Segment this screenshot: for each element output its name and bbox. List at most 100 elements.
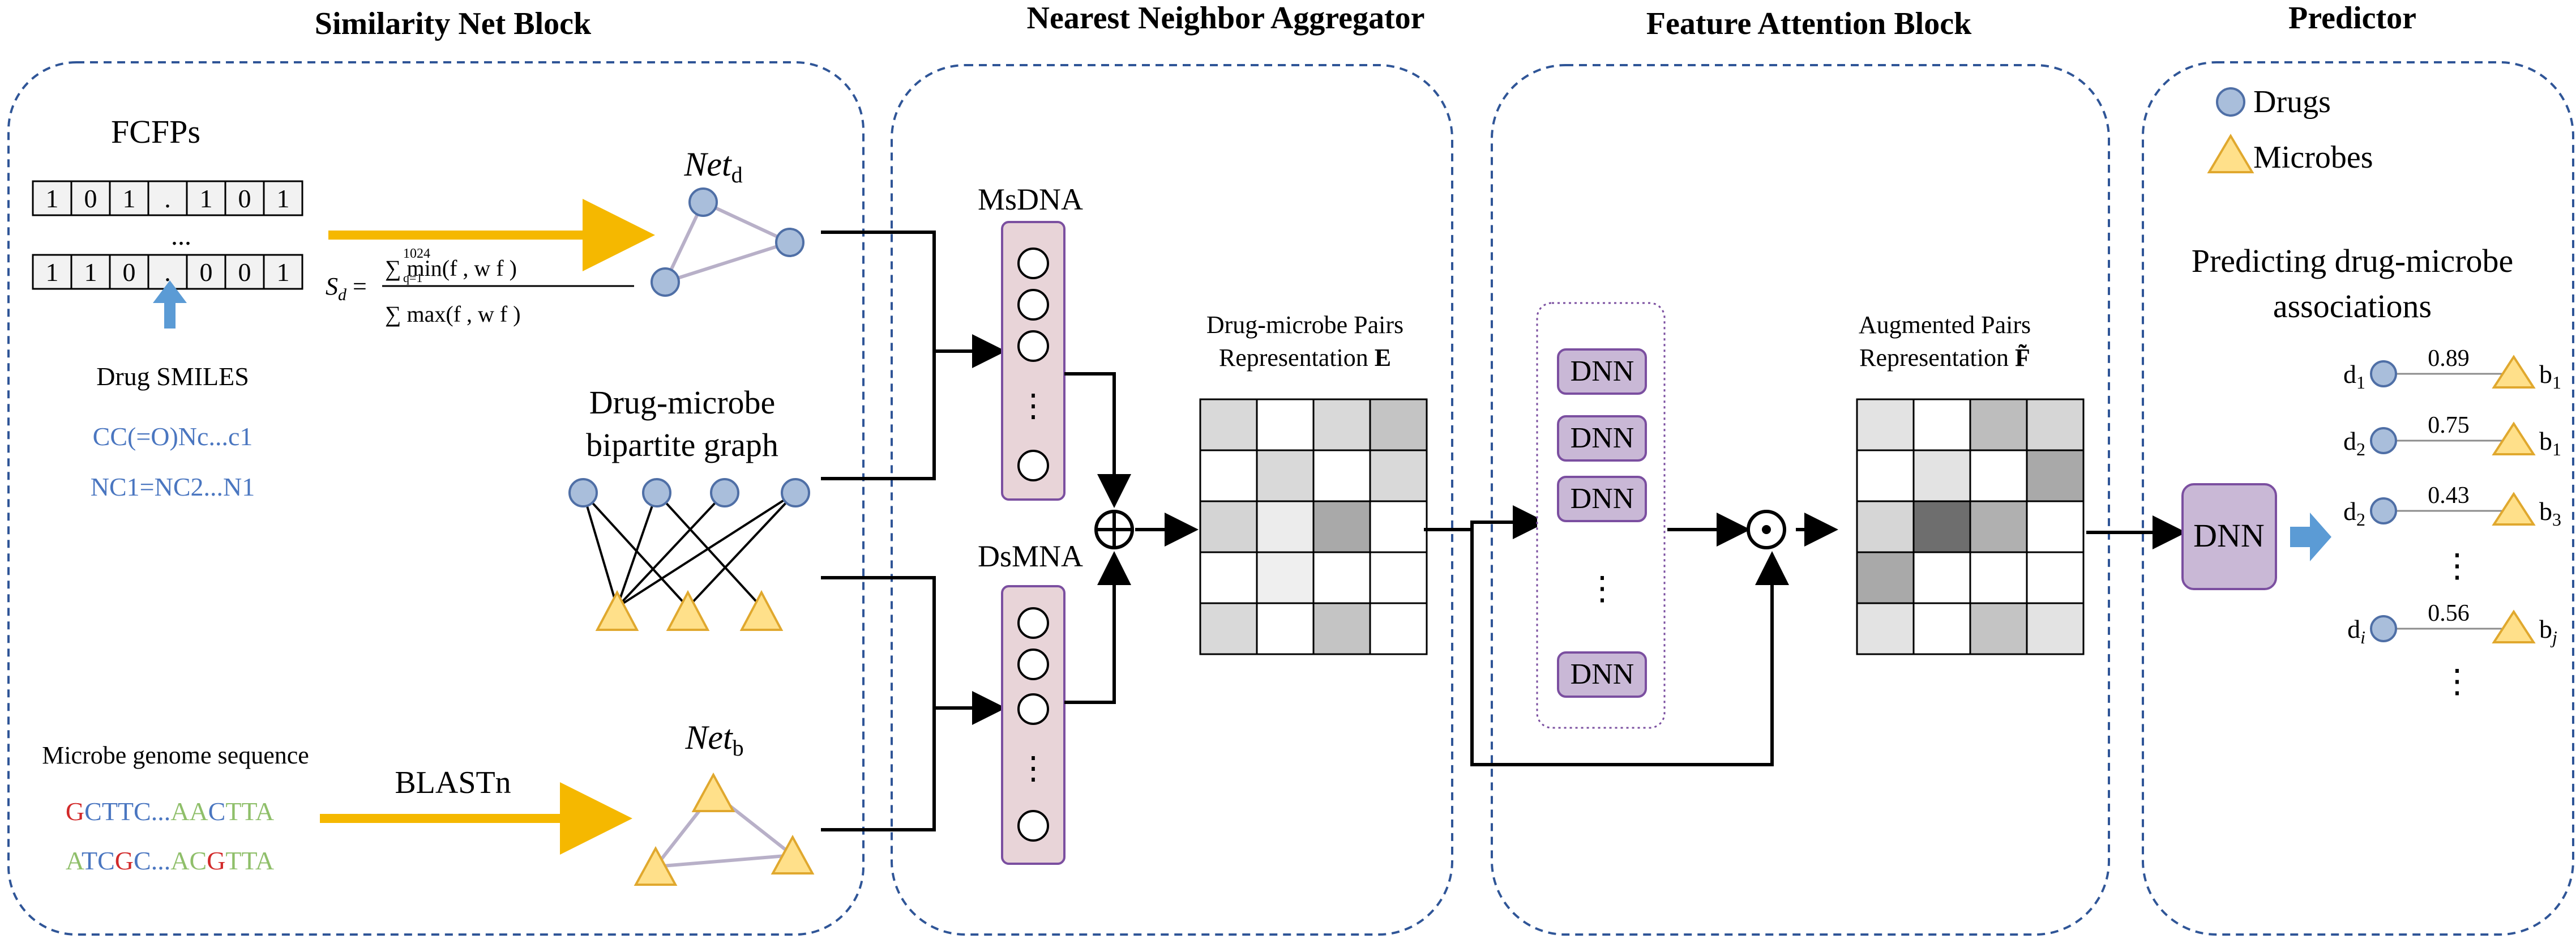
matrix-cell xyxy=(1856,551,1915,604)
microbe-label: b xyxy=(2539,615,2552,643)
nucleotide-run: G xyxy=(207,846,225,875)
drug-node xyxy=(642,478,671,507)
matrix-cell xyxy=(1199,449,1258,502)
prediction-vdots-1: ⋮ xyxy=(2441,547,2474,584)
matrix-cell xyxy=(1969,449,2028,502)
formula-denominator: ∑ max(f , w f ) xyxy=(385,301,521,327)
formula-numerator: ∑ min(f , w f ) xyxy=(385,255,517,281)
fcfp-ellipsis: ... xyxy=(171,221,191,251)
fcfp-bit-cell xyxy=(32,254,72,290)
microbe-index: 3 xyxy=(2552,509,2561,530)
svg-text:d2: d2 xyxy=(2343,426,2365,459)
dnn-label-4: DNN xyxy=(1571,658,1634,690)
predictor-dnn-box xyxy=(2181,483,2277,590)
matrix-cell xyxy=(1369,602,1428,655)
microbe-genome-label: Microbe genome sequence xyxy=(42,741,309,769)
nucleotide-run: TC xyxy=(82,846,115,875)
matrix-cell xyxy=(1199,398,1258,451)
fcfp-bit: 0 xyxy=(200,258,213,287)
elementwise-product-operator xyxy=(1747,510,1786,549)
association-score: 0.89 xyxy=(2428,345,2470,372)
fcfp-bit: 1 xyxy=(277,258,290,287)
svg-text:b1: b1 xyxy=(2539,360,2561,393)
matrix-cell xyxy=(1256,398,1315,451)
genome-sequence-2: ATCGC...ACGTTA xyxy=(66,846,274,875)
block-title-aggregator: Nearest Neighbor Aggregator xyxy=(1027,1,1425,36)
matrix-cell xyxy=(1369,500,1428,553)
matrix-cell xyxy=(1912,602,1971,655)
microbe-node xyxy=(691,772,735,812)
nucleotide-run: AA xyxy=(170,797,208,826)
matrix-cell xyxy=(1312,551,1371,604)
nucleotide-run: TTA xyxy=(225,846,274,875)
nucleotide-run: ... xyxy=(151,797,171,826)
bipartite-label-2: bipartite graph xyxy=(586,426,778,463)
nucleotide-run: AC xyxy=(170,846,207,875)
fcfp-bit-cell xyxy=(263,180,303,216)
fcfp-bit-cell xyxy=(224,254,265,290)
fcfp-title: FCFPs xyxy=(111,113,200,150)
bipartite-graph xyxy=(568,478,810,631)
matrix-cell xyxy=(1369,398,1428,451)
predictor-title-2: associations xyxy=(2273,288,2432,325)
legend-microbe-icon xyxy=(2207,134,2254,173)
matrix-cell xyxy=(1312,449,1371,502)
formula-lhs-sub: d xyxy=(338,285,347,304)
fcfp-bit: 1 xyxy=(46,258,59,287)
microbe-index: j xyxy=(2550,627,2557,647)
fcfp-bit-cell xyxy=(32,180,72,216)
fcfp-bit: 0 xyxy=(84,184,97,213)
drug-node xyxy=(2370,360,2397,387)
drug-index: 2 xyxy=(2356,509,2365,530)
drug-node xyxy=(710,478,739,507)
drug-index: 1 xyxy=(2356,372,2365,393)
genome-sequence-1: GCTTC...AACTTA xyxy=(66,797,274,826)
augmented-label-1: Augmented Pairs xyxy=(1859,311,2031,339)
drug-index: i xyxy=(2360,627,2365,647)
dsmna-label: DsMNA xyxy=(978,539,1083,573)
pairs-symbol: E xyxy=(1375,344,1391,372)
microbe-label: b xyxy=(2539,426,2552,455)
block-title-attention: Feature Attention Block xyxy=(1646,6,1972,41)
matrix-cell xyxy=(1256,602,1315,655)
nucleotide-run: G xyxy=(115,846,134,875)
matrix-cell xyxy=(1856,449,1915,502)
predictor-output-arrow xyxy=(2290,513,2331,561)
association-score: 0.75 xyxy=(2428,412,2470,438)
legend-microbes: Microbes xyxy=(2253,140,2373,175)
augmented-label-2: Representation xyxy=(1859,344,2009,372)
microbe-node xyxy=(2492,609,2536,643)
microbe-node xyxy=(2492,355,2536,389)
nucleotide-run: ... xyxy=(151,846,171,875)
nucleotide-run: C xyxy=(208,797,226,826)
matrix-cell xyxy=(1856,500,1915,553)
augmented-symbol: F̃ xyxy=(2015,344,2030,372)
svg-text:bj: bj xyxy=(2539,615,2557,647)
matrix-cell xyxy=(1912,551,1971,604)
svg-text:Netb: Netb xyxy=(684,719,743,761)
nucleotide-run: TTA xyxy=(225,797,274,826)
svg-text:b1: b1 xyxy=(2539,426,2561,459)
fcfp-bit: 1 xyxy=(46,184,59,213)
dnn-stack: DNN DNN DNN ⋮ DNN xyxy=(1557,348,1647,698)
net-d-label: Net xyxy=(683,146,732,183)
net-b-sub: b xyxy=(733,735,744,761)
formula-lhs: S xyxy=(326,272,338,300)
matrix-cell xyxy=(1312,500,1371,553)
matrix-cell xyxy=(2026,500,2085,553)
dnn-box-4 xyxy=(1557,651,1647,698)
fcfp-bit-cell xyxy=(263,254,303,290)
fcfp-bit: 0 xyxy=(123,258,136,287)
dnn-vdots: ⋮ xyxy=(1586,570,1619,607)
msdna-label: MsDNA xyxy=(978,182,1083,216)
dnn-box-1 xyxy=(1557,348,1647,395)
nucleotide-run: G xyxy=(66,797,84,826)
pairs-representation-matrix xyxy=(1199,398,1428,655)
matrix-cell xyxy=(2026,551,2085,604)
microbe-node xyxy=(2492,421,2536,455)
association-score: 0.56 xyxy=(2428,600,2470,626)
microbe-index: 1 xyxy=(2552,372,2561,393)
